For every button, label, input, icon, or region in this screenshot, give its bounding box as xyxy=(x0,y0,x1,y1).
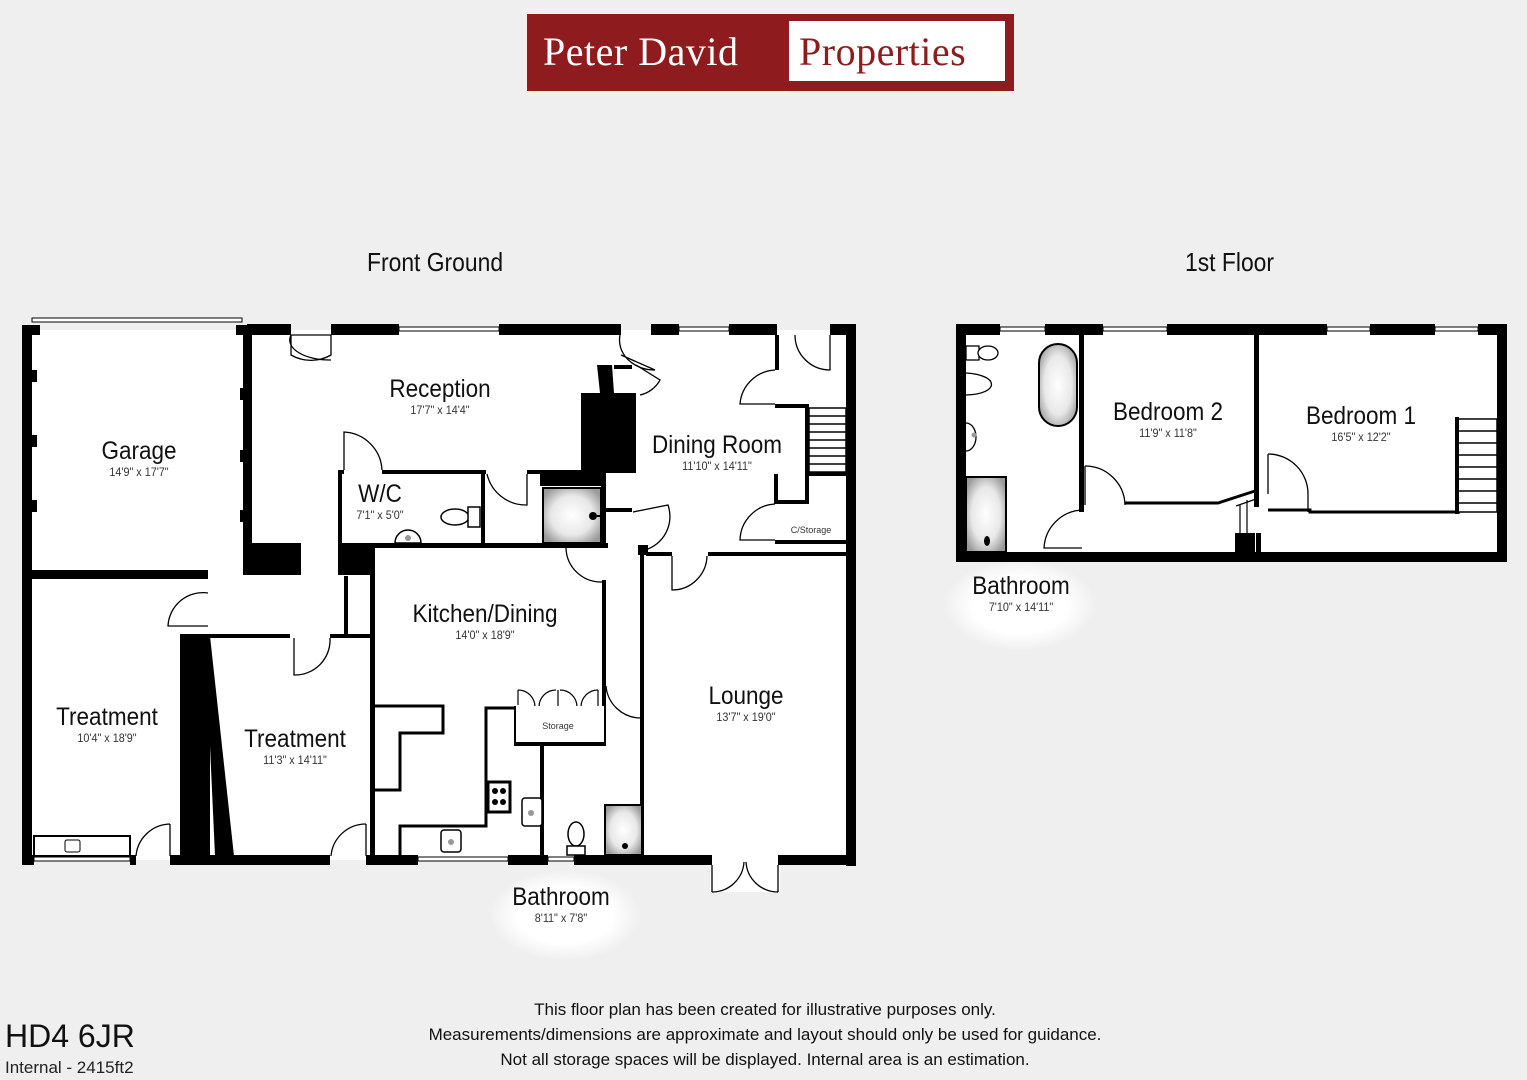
room-bedroom-1: Bedroom 1 16'5" x 12'2" xyxy=(1300,403,1422,445)
room-name: Reception xyxy=(389,375,491,403)
room-dimensions: 10'4" x 18'9" xyxy=(77,731,137,745)
bathroom-ground-glow xyxy=(490,870,640,960)
brand-name-box: Properties xyxy=(789,21,1005,81)
room-name: Kitchen/Dining xyxy=(412,600,558,628)
label-storage: Storage xyxy=(542,721,574,731)
room-dimensions: 14'0" x 18'9" xyxy=(455,628,515,642)
room-dimensions: 13'7" x 19'0" xyxy=(716,710,776,724)
room-name: W/C xyxy=(358,480,402,508)
bathroom-first-glow xyxy=(945,560,1095,650)
room-dimensions: 7'1" x 5'0" xyxy=(356,508,404,522)
room-name: Bathroom xyxy=(972,572,1070,600)
room-name: Treatment xyxy=(56,703,158,731)
room-bathroom-first: Bathroom 7'10" x 14'11" xyxy=(967,573,1075,615)
room-treatment-1: Treatment 10'4" x 18'9" xyxy=(50,704,163,746)
disclaimer-line: This floor plan has been created for ill… xyxy=(534,1000,996,1019)
room-dimensions: 16'5" x 12'2" xyxy=(1331,430,1391,444)
room-dimensions: 8'11" x 7'8" xyxy=(534,911,588,925)
disclaimer: This floor plan has been created for ill… xyxy=(380,997,1150,1072)
room-treatment-2: Treatment 11'3" x 14'11" xyxy=(238,726,351,768)
postcode: HD4 6JR xyxy=(5,1018,135,1054)
room-garage: Garage 14'9" x 17'7" xyxy=(97,438,180,480)
room-name: Dining Room xyxy=(651,431,783,459)
brand-logo: Peter David Properties xyxy=(527,14,1014,91)
room-bedroom-2: Bedroom 2 11'9" x 11'8" xyxy=(1107,399,1229,441)
room-lounge: Lounge 13'7" x 19'0" xyxy=(704,683,787,725)
room-name: Bedroom 2 xyxy=(1112,398,1224,426)
room-dimensions: 7'10" x 14'11" xyxy=(988,600,1054,614)
first-floor-plan xyxy=(956,324,1507,562)
room-dimensions: 11'3" x 14'11" xyxy=(263,753,327,767)
disclaimer-line: Measurements/dimensions are approximate … xyxy=(428,1025,1102,1044)
room-name: Garage xyxy=(101,437,177,465)
brand-name-part2: Properties xyxy=(799,29,967,74)
ground-floor-plan xyxy=(22,317,856,893)
room-dining-room: Dining Room 11'10" x 14'11" xyxy=(645,432,790,474)
room-wc: W/C 7'1" x 5'0" xyxy=(354,481,406,523)
room-bathroom-ground: Bathroom 8'11" x 7'8" xyxy=(507,884,615,926)
room-name: Treatment xyxy=(244,725,346,753)
room-dimensions: 11'9" x 11'8" xyxy=(1139,426,1197,440)
floor-title-first: 1st Floor xyxy=(1185,247,1275,277)
room-name: Bathroom xyxy=(512,883,610,911)
brand-name-part1: Peter David xyxy=(543,29,739,74)
room-dimensions: 11'10" x 14'11" xyxy=(682,459,752,473)
floor-title-ground: Front Ground xyxy=(367,247,504,277)
room-name: Bedroom 1 xyxy=(1305,402,1417,430)
disclaimer-line: Not all storage spaces will be displayed… xyxy=(500,1050,1030,1069)
room-dimensions: 14'9" x 17'7" xyxy=(109,465,169,479)
room-kitchen-dining: Kitchen/Dining 14'0" x 18'9" xyxy=(404,601,565,643)
room-name: Lounge xyxy=(708,682,784,710)
label-c-storage: C/Storage xyxy=(790,525,832,535)
room-reception: Reception 17'7" x 14'4" xyxy=(384,376,497,418)
internal-area: Internal - 2415ft2 xyxy=(5,1058,134,1077)
room-dimensions: 17'7" x 14'4" xyxy=(410,403,470,417)
